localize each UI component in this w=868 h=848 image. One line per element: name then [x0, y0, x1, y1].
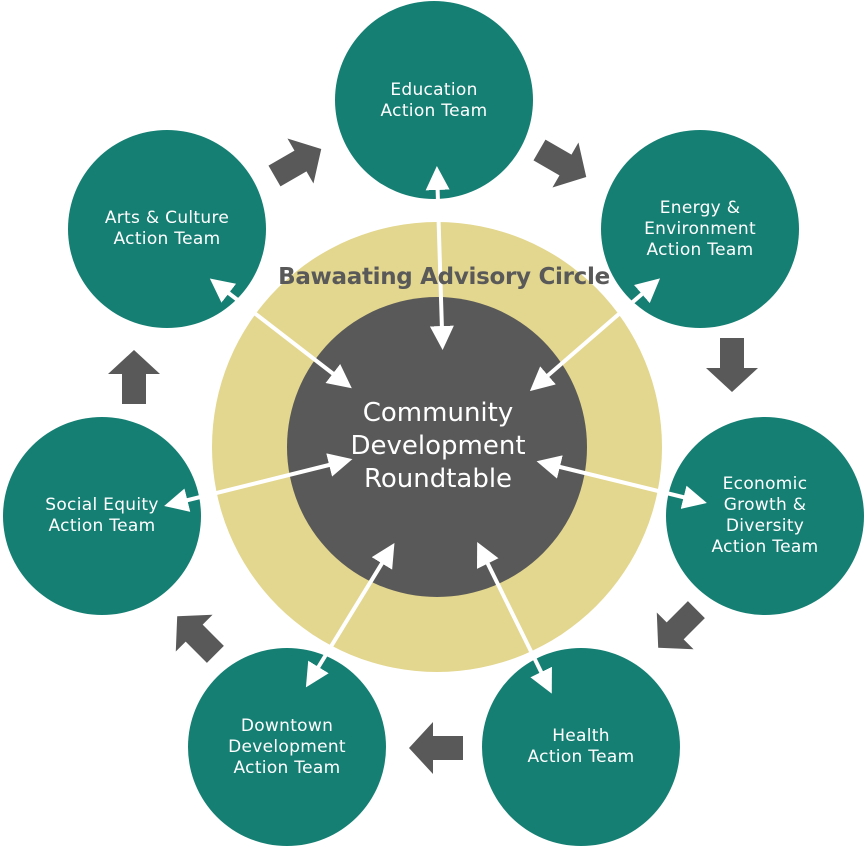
team-node-social: Social Equity Action Team	[3, 417, 201, 615]
flow-arrow-social-to-arts	[108, 350, 160, 404]
team-circle-economic	[666, 417, 864, 615]
team-node-health: Health Action Team	[482, 648, 680, 846]
advisory-circle-title: Bawaating Advisory Circle	[278, 264, 610, 290]
flow-arrow-education-to-energy	[533, 139, 587, 188]
flow-arrow-energy-to-economic	[706, 338, 758, 392]
team-label-health: Health Action Team	[527, 726, 635, 767]
link-arrow-social	[164, 453, 353, 512]
team-circle-arts	[68, 130, 266, 328]
flow-arrow-health-to-downtown	[409, 722, 463, 774]
team-circle-social	[3, 417, 201, 615]
team-node-downtown: Downtown Development Action Team	[188, 648, 386, 846]
team-label-arts: Arts & Culture Action Team	[104, 208, 230, 249]
center-disc	[287, 297, 587, 597]
team-circle-downtown	[188, 648, 386, 846]
roundtable-node: Community Development Roundtable	[288, 296, 588, 596]
team-circle-education	[335, 1, 533, 199]
team-label-education: Education Action Team	[380, 80, 488, 121]
team-label-economic: Economic Growth & Diversity Action Team	[711, 474, 819, 557]
team-node-arts: Arts & Culture Action Team	[68, 130, 266, 328]
team-label-energy: Energy & Environment Action Team	[644, 197, 756, 260]
flow-arrow-arts-to-education	[268, 138, 322, 187]
flow-arrow-downtown-to-social	[175, 614, 224, 663]
flow-arrow-economic-to-health	[656, 601, 705, 650]
team-circle-health	[482, 648, 680, 846]
link-arrow-energy	[529, 278, 661, 392]
team-label-downtown: Downtown Development Action Team	[228, 715, 346, 778]
link-arrow-downtown	[305, 542, 395, 688]
link-arrow-economic	[536, 455, 707, 509]
team-node-education: Education Action Team	[335, 1, 533, 199]
team-label-social: Social Equity Action Team	[45, 495, 159, 536]
roundtable-label: Community Development Roundtable	[350, 397, 526, 494]
team-node-energy: Energy & Environment Action Team	[601, 130, 799, 328]
link-arrow-arts	[209, 278, 352, 389]
link-arrow-health	[477, 542, 552, 694]
link-arrow-education	[425, 166, 454, 350]
team-node-economic: Economic Growth & Diversity Action Team	[666, 417, 864, 615]
